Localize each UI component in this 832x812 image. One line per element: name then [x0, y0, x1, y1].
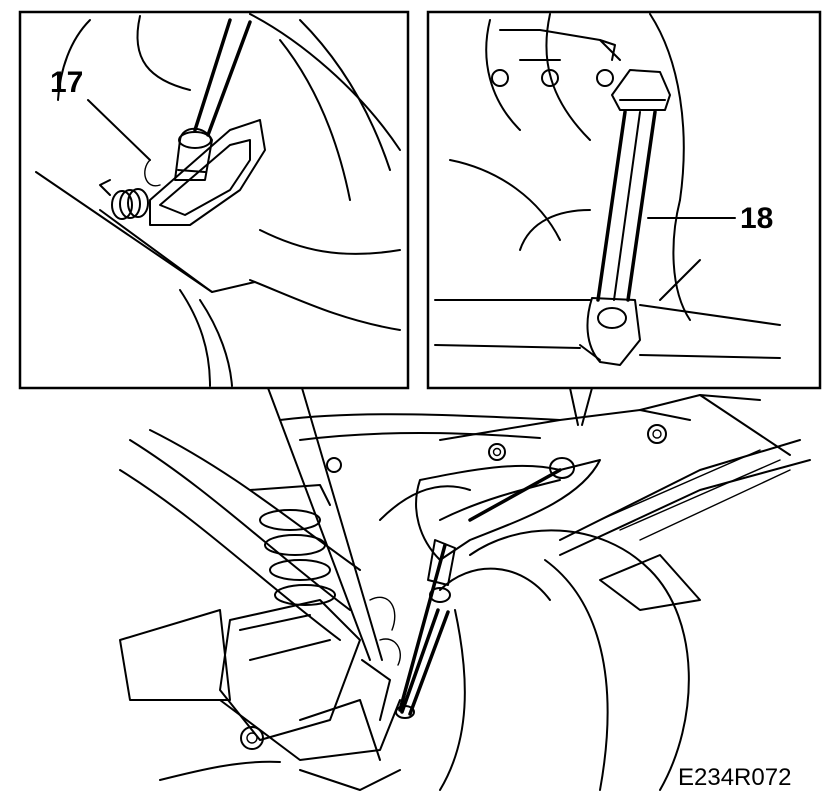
- right-detail-inset: 18: [426, 10, 822, 390]
- left-detail-inset: 17: [18, 10, 410, 390]
- main-suspension-view: [119, 387, 811, 791]
- callout-18: 18: [740, 202, 773, 235]
- figure-code: E234R072: [678, 764, 791, 791]
- spring-clip: [99, 179, 149, 220]
- bolt-left: [326, 457, 342, 473]
- stabilizer-link-detail: [579, 69, 671, 366]
- bolt-right: [647, 424, 667, 444]
- bolt-lower-left: [240, 726, 264, 750]
- tool-shaft: [174, 18, 252, 181]
- stabilizer-link-main: [395, 457, 575, 719]
- callout-17: 17: [50, 66, 83, 99]
- coil-spring: [249, 484, 336, 606]
- callout-17-leader: [87, 99, 151, 161]
- bolt-center: [488, 443, 506, 461]
